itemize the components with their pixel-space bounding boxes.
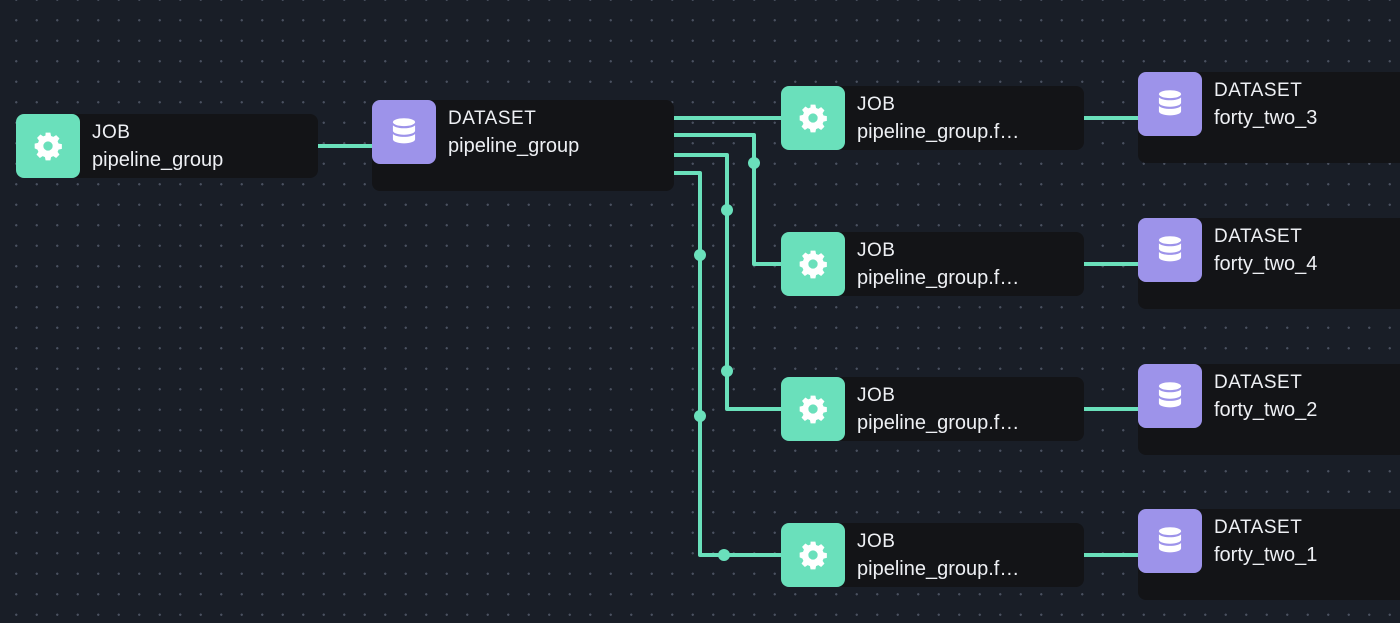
edge-junction-dot xyxy=(694,249,706,261)
gear-icon xyxy=(799,104,827,133)
node-kind-label: JOB xyxy=(857,240,896,261)
job-node-icon-tile xyxy=(781,86,845,150)
node-name-label: forty_two_3 xyxy=(1214,107,1318,129)
job-node-icon-tile xyxy=(781,232,845,296)
edge-junction-dot xyxy=(694,410,706,422)
gear-icon xyxy=(799,250,827,279)
edge-junction-dot xyxy=(721,365,733,377)
database-icon xyxy=(1158,90,1182,116)
dataset-node-icon-tile xyxy=(1138,218,1202,282)
node-kind-label: JOB xyxy=(857,94,896,115)
node-kind-label: JOB xyxy=(92,122,131,143)
dataset-node-forty-two-1[interactable]: DATASET forty_two_1 xyxy=(1138,509,1400,600)
node-kind-label: DATASET xyxy=(1214,517,1303,538)
dataset-node-icon-tile xyxy=(372,100,436,164)
node-name-label: pipeline_group.f… xyxy=(857,412,1020,434)
job-node-icon-tile xyxy=(16,114,80,178)
database-icon xyxy=(1158,382,1182,408)
node-kind-label: JOB xyxy=(857,385,896,406)
edge-junction-dot xyxy=(721,204,733,216)
job-node-pipeline-group-f-2[interactable]: JOB pipeline_group.f… xyxy=(781,232,1084,296)
node-name-label: forty_two_1 xyxy=(1214,544,1318,566)
node-name-label: forty_two_2 xyxy=(1214,399,1318,421)
edge-dataset-to-job-4 xyxy=(674,171,781,557)
job-node-pipeline-group-f-3[interactable]: JOB pipeline_group.f… xyxy=(781,377,1084,441)
edge-junction-dot xyxy=(718,549,730,561)
dataset-node-forty-two-4[interactable]: DATASET forty_two_4 xyxy=(1138,218,1400,309)
gear-icon xyxy=(799,541,827,570)
node-kind-label: DATASET xyxy=(1214,80,1303,101)
node-name-label: pipeline_group xyxy=(448,135,580,157)
database-icon xyxy=(1158,236,1182,262)
job-node-pipeline-group-f-4[interactable]: JOB pipeline_group.f… xyxy=(781,523,1084,587)
node-name-label: pipeline_group.f… xyxy=(857,121,1020,143)
job-node-pipeline-group-f-1[interactable]: JOB pipeline_group.f… xyxy=(781,86,1084,150)
node-kind-label: JOB xyxy=(857,531,896,552)
node-name-label: pipeline_group.f… xyxy=(857,558,1020,580)
database-icon xyxy=(392,118,416,144)
dataset-node-icon-tile xyxy=(1138,364,1202,428)
job-node-pipeline-group[interactable]: JOB pipeline_group xyxy=(16,114,318,178)
node-kind-label: DATASET xyxy=(1214,226,1303,247)
gear-icon xyxy=(34,132,62,161)
node-kind-label: DATASET xyxy=(1214,372,1303,393)
edge-junction-dot xyxy=(748,157,760,169)
database-icon xyxy=(1158,527,1182,553)
edge-dataset-to-job-2 xyxy=(674,133,781,266)
node-name-label: pipeline_group.f… xyxy=(857,267,1020,289)
node-name-label: pipeline_group xyxy=(92,149,224,171)
dataset-node-icon-tile xyxy=(1138,72,1202,136)
dataset-node-pipeline-group[interactable]: DATASET pipeline_group xyxy=(372,100,674,191)
dataset-node-icon-tile xyxy=(1138,509,1202,573)
edge-dataset-to-job-3 xyxy=(674,153,781,411)
job-node-icon-tile xyxy=(781,377,845,441)
node-kind-label: DATASET xyxy=(448,108,537,129)
dataset-node-forty-two-2[interactable]: DATASET forty_two_2 xyxy=(1138,364,1400,455)
dataset-node-forty-two-3[interactable]: DATASET forty_two_3 xyxy=(1138,72,1400,163)
gear-icon xyxy=(799,395,827,424)
job-node-icon-tile xyxy=(781,523,845,587)
node-name-label: forty_two_4 xyxy=(1214,253,1318,275)
